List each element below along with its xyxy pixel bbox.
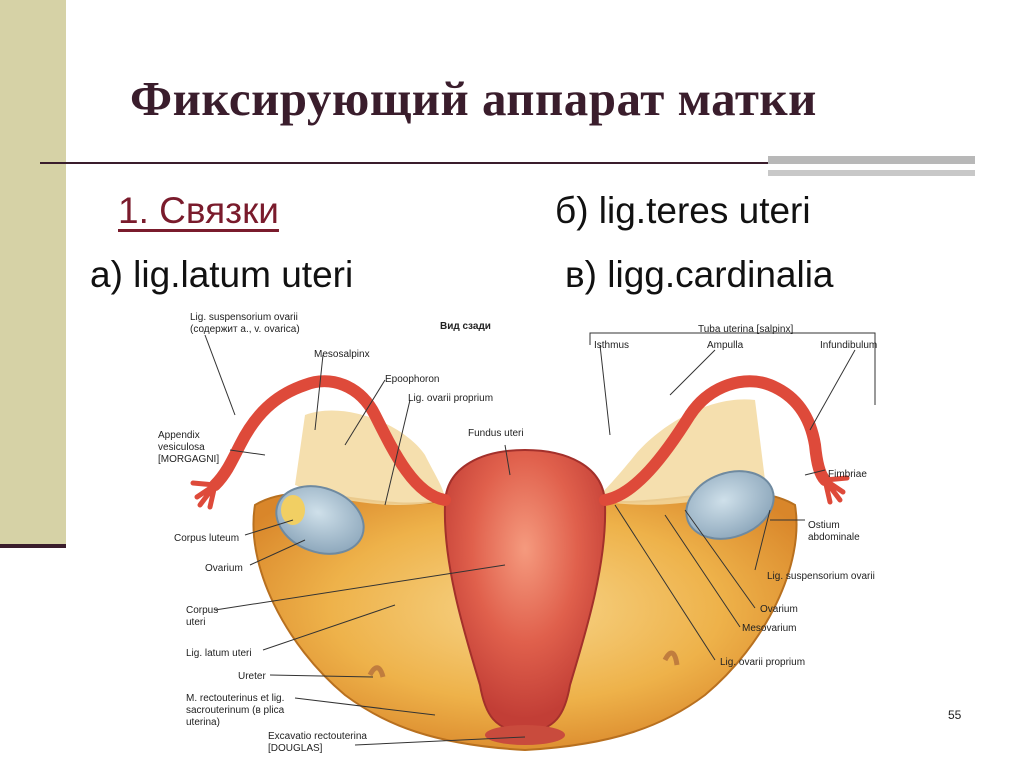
label-isthmus: Isthmus [594, 340, 630, 351]
view-label: Вид сзади [440, 321, 491, 332]
label-infundibulum: Infundibulum [820, 340, 878, 351]
uterus-body-shape [443, 448, 607, 735]
label-ostium: Ostium [808, 520, 840, 531]
label-excavatio-rectouterina: Excavatio rectouterina [268, 731, 367, 742]
label-ovarium-right: Ovarium [760, 604, 798, 615]
item-lig-teres: б) lig.teres uteri [555, 190, 811, 231]
title-divider [40, 162, 975, 164]
label-mesovarium: Mesovarium [742, 623, 797, 634]
label-lig-suspensorium: Lig. suspensorium ovarii [190, 312, 298, 323]
side-decor-line [0, 544, 66, 548]
label-corpus: Corpus [186, 605, 219, 616]
page-number: 55 [948, 708, 962, 722]
section-heading-ligaments: 1. Связки [118, 190, 279, 231]
item-lig-latum: а) lig.latum uteri [90, 254, 354, 295]
label-fundus-uteri: Fundus uteri [468, 428, 524, 439]
label-lig-ovarii-proprium-top: Lig. ovarii proprium [408, 393, 494, 404]
title-divider-accent-2 [768, 170, 975, 176]
left-tube-shape [209, 375, 451, 506]
label-lig-ovarii-proprium-bottom: Lig. ovarii proprium [720, 657, 806, 668]
label-m-rectouterinus: M. rectouterinus et lig. [186, 693, 285, 704]
label-douglas: [DOUGLAS] [268, 743, 323, 754]
right-ovary-shape [685, 470, 775, 540]
slide-title: Фиксирующий аппарат матки [130, 71, 817, 126]
label-mesosalpinx: Mesosalpinx [314, 349, 370, 360]
title-divider-accent [768, 156, 975, 164]
label-appendix: Appendix [158, 430, 200, 441]
side-decor-band [0, 0, 66, 548]
label-tuba-uterina: Tuba uterina [salpinx] [698, 324, 794, 335]
label-lig-latum-uteri: Lig. latum uteri [186, 648, 252, 659]
label-fimbriae: Fimbriae [828, 469, 867, 480]
label-ampulla: Ampulla [707, 340, 744, 351]
right-tube-shape [599, 375, 831, 506]
label-uteri: uteri [186, 617, 206, 628]
label-plica-uterina: uterina) [186, 717, 220, 728]
label-sacrouterinum: sacrouterinum (в plica [186, 705, 285, 716]
label-lig-suspensorium-right: Lig. suspensorium ovarii [767, 571, 875, 582]
label-corpus-luteum: Corpus luteum [174, 533, 240, 544]
label-appendix-vesiculosa: vesiculosa [158, 442, 205, 453]
label-ureter: Ureter [238, 671, 266, 682]
uterus-illustration [190, 332, 876, 752]
label-abdominale: abdominale [808, 532, 860, 543]
label-epoophoron: Epoophoron [385, 374, 440, 385]
label-ovarium-left: Ovarium [205, 563, 243, 574]
label-lig-suspensorium-note: (содержит а., v. ovarica) [190, 324, 300, 335]
item-ligg-cardinalia: в) ligg.cardinalia [565, 254, 834, 295]
label-appendix-morgagni: [MORGAGNI] [158, 454, 220, 465]
